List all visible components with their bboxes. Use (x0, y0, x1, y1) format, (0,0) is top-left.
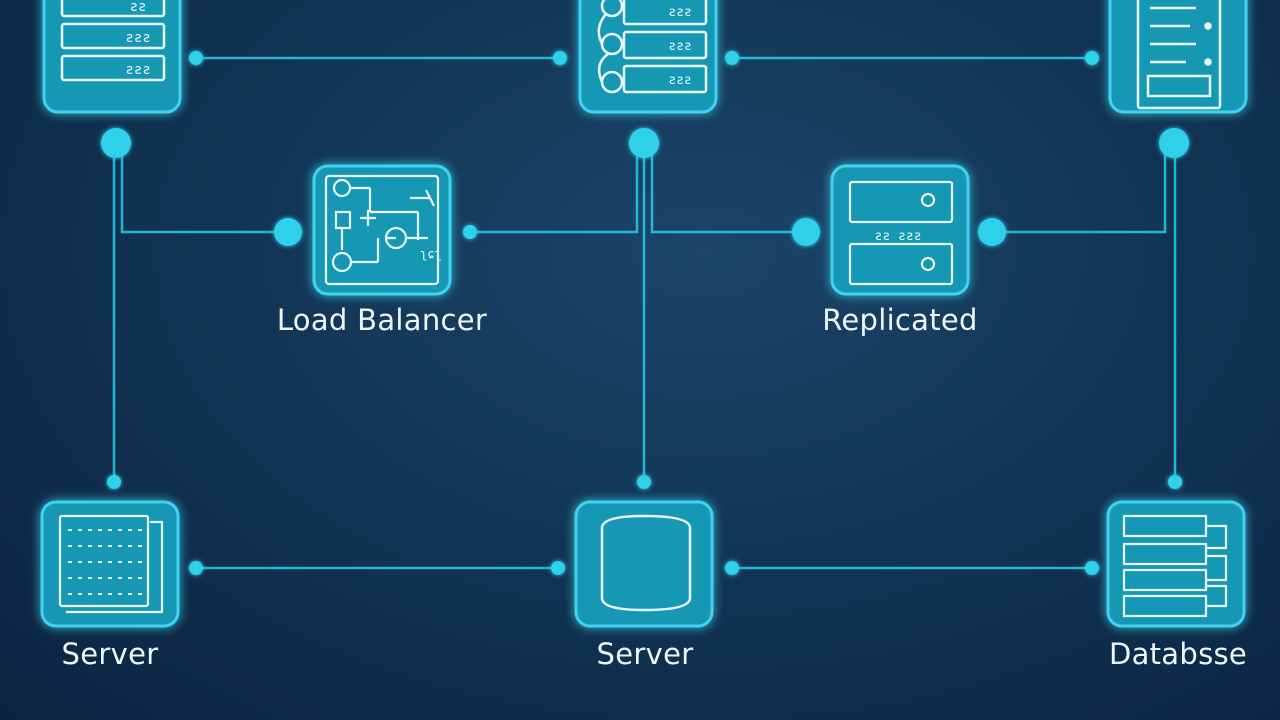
rack-glyphs: ƨƨ (130, 0, 147, 15)
document-server-icon (1136, 0, 1222, 110)
connector-dot (107, 475, 121, 489)
connector-dot (978, 218, 1006, 246)
replicated-glyphs: ƨƨ ƨƨƨ (875, 229, 922, 244)
connector-dot (101, 128, 131, 158)
switch-glyphs: ƨƨƨ (668, 73, 691, 88)
node-database[interactable] (1106, 500, 1246, 628)
node-bottom-left-server[interactable] (40, 500, 180, 628)
connector-dot (189, 561, 203, 575)
connector-dot (792, 218, 820, 246)
label-bottom-center-server: Server (596, 637, 694, 671)
replicated-storage-icon (848, 180, 954, 286)
connector-dot (553, 51, 567, 65)
connector-dot (274, 218, 302, 246)
node-top-left-server-rack[interactable]: ƨƨ ƨƨƨ ƨƨƨ (42, 0, 182, 114)
rack-glyphs: ƨƨƨ (125, 30, 150, 46)
connector-load-balancer-to-center (470, 148, 639, 234)
storage-cylinder-icon (600, 514, 692, 612)
connector-center-to-replicated (650, 148, 806, 234)
database-stack-icon (1122, 514, 1228, 618)
connector-replicated-to-right (992, 148, 1167, 234)
server-grid-icon (58, 514, 164, 614)
connector-lines (112, 56, 1177, 570)
rack-glyphs: ƨƨƨ (125, 62, 150, 78)
connector-dot (189, 51, 203, 65)
connector-dot (1168, 475, 1182, 489)
node-top-right-document-server[interactable] (1108, 0, 1248, 114)
network-switch-icon (597, 0, 708, 94)
connector-dot (1159, 128, 1189, 158)
connector-dot (725, 561, 739, 575)
switch-glyphs: ƨƨƨ (668, 5, 691, 20)
connector-dot (725, 51, 739, 65)
label-load-balancer: Load Balancer (276, 303, 488, 337)
connector-dot (1085, 51, 1099, 65)
node-top-center-network-switch[interactable]: ƨƨƨ ƨƨƨ ƨƨƨ (578, 0, 718, 114)
connector-dot (629, 128, 659, 158)
label-database: Databsse (1108, 637, 1248, 671)
server-rack-icon (60, 0, 166, 82)
switch-glyphs: ƨƨƨ (668, 39, 691, 54)
connector-dots (101, 51, 1189, 575)
label-replicated: Replicated (822, 303, 978, 337)
connector-dot (637, 475, 651, 489)
connector-left-column-to-load-balancer (120, 148, 288, 234)
node-load-balancer[interactable]: ʅɕʅ (312, 164, 452, 296)
connector-dot (463, 225, 477, 239)
node-replicated[interactable]: ƨƨ ƨƨƨ (830, 164, 970, 296)
connector-dot (551, 561, 565, 575)
svg-text:ʅɕʅ: ʅɕʅ (420, 247, 442, 261)
node-bottom-center-server[interactable] (574, 500, 714, 628)
load-balancer-icon: ʅɕʅ (324, 174, 442, 286)
connector-dot (1085, 561, 1099, 575)
label-bottom-left-server: Server (61, 637, 159, 671)
